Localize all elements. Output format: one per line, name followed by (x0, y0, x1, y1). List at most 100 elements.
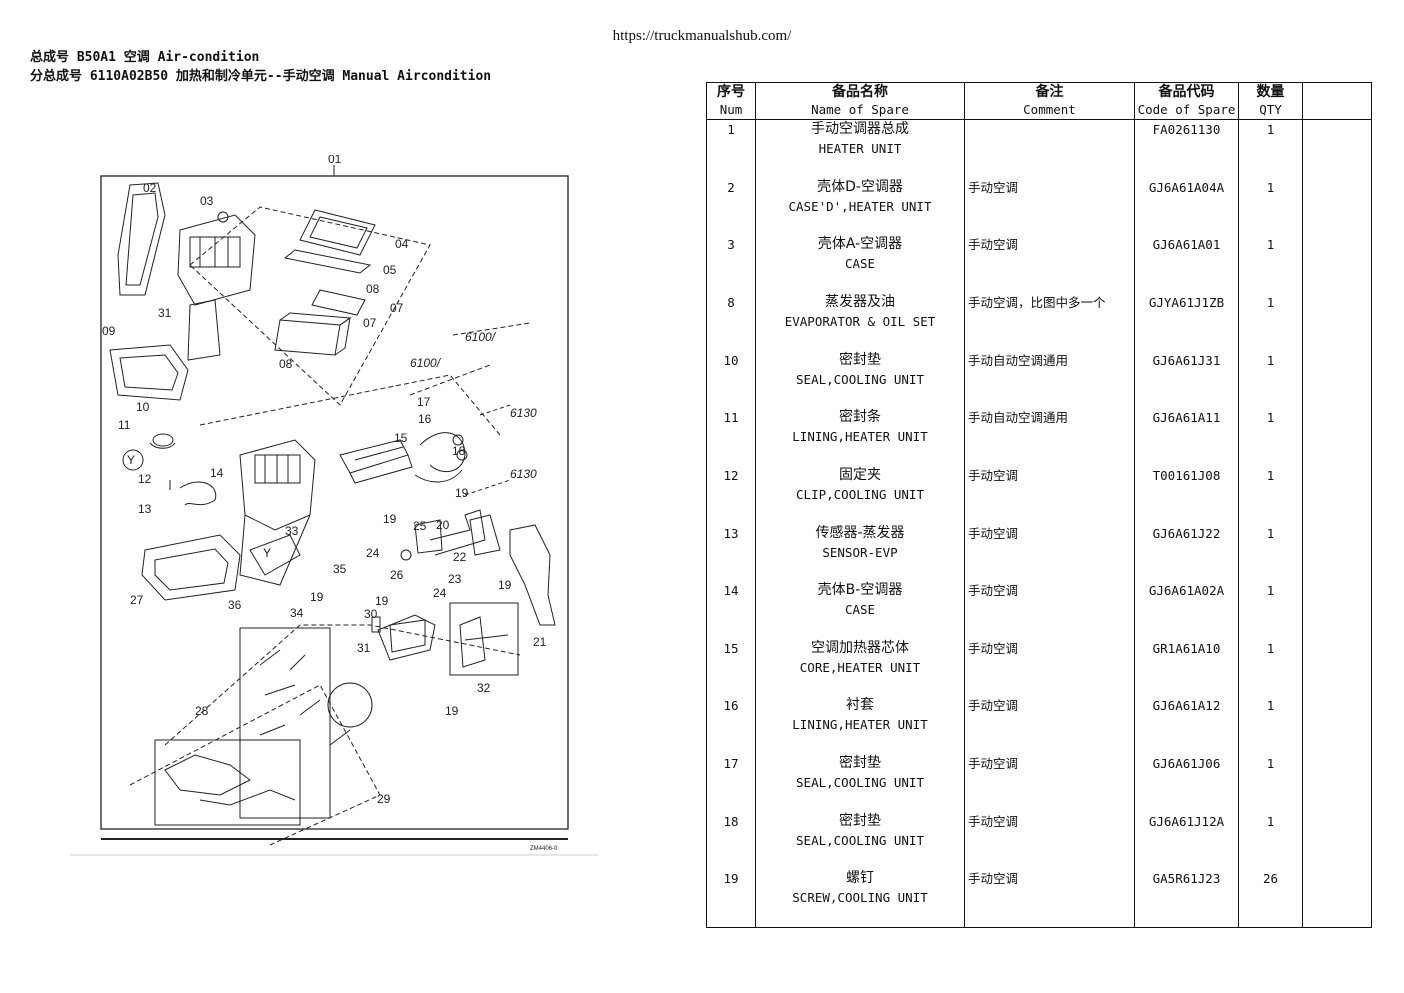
part-comment: 手动空调 (964, 581, 1135, 639)
part-code: GJ6A61J06 (1134, 754, 1239, 812)
part-name-zh: 螺钉 (846, 870, 874, 887)
callout-31: 31 (357, 641, 371, 655)
part-code: GJ6A61A12 (1134, 696, 1239, 755)
part-comment: 手动自动空调通用 (964, 350, 1135, 409)
part-name-zh: 壳体A-空调器 (817, 236, 903, 253)
callout-33: 33 (285, 524, 299, 538)
part-name-en: SEAL,COOLING UNIT (796, 832, 924, 848)
callout-12: 12 (138, 472, 152, 486)
part-extra (1302, 292, 1372, 351)
diagram-label-01: 01 (328, 155, 342, 166)
part-code: GJ6A61A02A (1134, 581, 1239, 639)
callout-27: 27 (130, 593, 144, 607)
header-extra (1302, 82, 1372, 101)
diagram-frame (100, 175, 569, 830)
ref-6130-b: 6130 (510, 467, 537, 481)
callout-10: 10 (136, 400, 150, 414)
part-comment (964, 119, 1135, 178)
callout-31-top: 31 (158, 306, 172, 320)
part-comment: 手动空调 (964, 869, 1135, 929)
header-qty-zh: 数量 (1238, 82, 1303, 101)
header-extra-en (1302, 101, 1372, 121)
callout-24-b: 24 (433, 586, 447, 600)
part-extra (1302, 581, 1372, 639)
callout-36: 36 (228, 598, 242, 612)
header-qty-en: QTY (1238, 101, 1303, 121)
part-name-en: CASE (844, 602, 876, 618)
part-num: 16 (706, 696, 756, 755)
callout-19-d: 19 (498, 578, 512, 592)
callout-19-a: 19 (455, 486, 469, 500)
part-code: GJ6A61J31 (1134, 350, 1239, 409)
part-extra (1302, 754, 1372, 812)
part-code: GJ6A61J12A (1134, 811, 1239, 870)
part-name: 螺钉 SCREW,COOLING UNIT (755, 869, 965, 929)
part-name-en: CASE'D',HEATER UNIT (788, 198, 932, 214)
exploded-parts-diagram: 01 02 03 04 05 08 07 07 31 09 08 10 11 1… (70, 155, 598, 856)
callout-24: 24 (366, 546, 380, 560)
part-name-en: EVAPORATOR & OIL SET (784, 313, 936, 329)
part-qty: 26 (1238, 869, 1303, 929)
part-name-zh: 壳体D-空调器 (817, 178, 903, 195)
part-comment: 手动空调 (964, 638, 1135, 697)
part-num: 15 (706, 638, 756, 697)
part-num: 14 (706, 581, 756, 639)
part-code: GJYA61J1ZB (1134, 292, 1239, 351)
part-name-zh: 传感器-蒸发器 (815, 524, 905, 541)
callout-05: 05 (383, 263, 397, 277)
part-name-zh: 密封垫 (839, 351, 881, 368)
part-qty: 1 (1238, 754, 1303, 812)
part-name-zh: 衬套 (846, 697, 874, 714)
part-extra (1302, 350, 1372, 409)
part-code: GJ6A61A04A (1134, 177, 1239, 236)
part-comment: 手动空调 (964, 177, 1135, 236)
callout-30: 30 (364, 607, 378, 621)
callout-04: 04 (395, 237, 409, 251)
part-name-zh: 空调加热器芯体 (811, 639, 909, 656)
part-name-zh: 密封垫 (839, 755, 881, 772)
part-name-en: SCREW,COOLING UNIT (792, 890, 928, 906)
header-num-zh: 序号 (706, 82, 756, 101)
source-url[interactable]: https://truckmanualshub.com/ (612, 28, 792, 44)
header-row-en: Num Name of Spare Comment Code of Spare … (706, 101, 1372, 121)
part-qty: 1 (1238, 350, 1303, 409)
callout-19-f: 19 (445, 704, 459, 718)
callout-17: 17 (417, 395, 431, 409)
callout-y-2: Y (263, 546, 271, 560)
header-comment-en: Comment (964, 101, 1135, 121)
header-name-en: Name of Spare (755, 101, 965, 121)
callout-29: 29 (377, 792, 391, 806)
part-extra (1302, 235, 1372, 293)
part-qty: 1 (1238, 581, 1303, 639)
part-comment: 手动自动空调通用 (964, 408, 1135, 466)
header-code-en: Code of Spare (1134, 101, 1239, 121)
part-name-zh: 壳体B-空调器 (817, 582, 903, 599)
part-comment: 手动空调 (964, 465, 1135, 524)
part-extra (1302, 638, 1372, 697)
part-extra (1302, 119, 1372, 178)
part-num: 19 (706, 869, 756, 929)
part-code: GJ6A61J22 (1134, 523, 1239, 582)
part-qty: 1 (1238, 408, 1303, 466)
part-name-zh: 密封条 (839, 409, 881, 426)
part-comment: 手动空调 (964, 523, 1135, 582)
part-name-zh: 手动空调器总成 (811, 121, 909, 138)
callout-22: 22 (453, 550, 467, 564)
part-name-en: SEAL,COOLING UNIT (796, 775, 924, 791)
part-num: 17 (706, 754, 756, 812)
part-code: FA0261130 (1134, 119, 1239, 178)
ref-6100-b: 6100/ (410, 356, 442, 370)
callout-14: 14 (210, 466, 224, 480)
